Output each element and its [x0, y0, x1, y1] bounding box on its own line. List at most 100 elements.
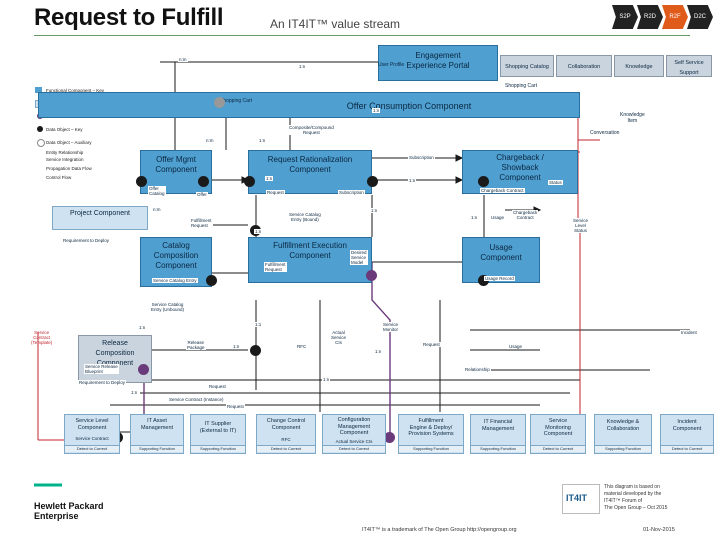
request-3-label: Request	[208, 384, 227, 389]
service-monitoring-card[interactable]: Service Monitoring Component Detect to C…	[530, 414, 586, 454]
hpe-logo-line2: Enterprise	[34, 511, 79, 521]
card-label: 1:n	[370, 208, 379, 213]
card-label: 1:n	[254, 229, 263, 234]
shopping-cart-object[interactable]	[214, 97, 225, 108]
card-label: n:m	[205, 138, 215, 143]
usage-flow-label: Usage	[508, 344, 524, 349]
card-label: n:m	[152, 207, 162, 212]
incident-label: Incident	[680, 330, 698, 335]
card-label: 1:n	[138, 325, 147, 330]
service-release-blueprint-label: Service Release Blueprint	[84, 364, 119, 374]
release-package-label: Release Package	[186, 340, 206, 350]
it-asset-card[interactable]: IT Asset Management Supporting Function	[130, 414, 184, 454]
request-object[interactable]	[244, 176, 255, 187]
subscription-label: Subscription	[338, 190, 365, 195]
service-level-card[interactable]: Service Level Component Service Contract…	[64, 414, 120, 454]
key-data-key-icon	[37, 126, 43, 132]
title-divider	[34, 35, 690, 36]
request-2-label: Request	[422, 342, 441, 347]
shopping-catalog-box[interactable]: Shopping Catalog	[500, 55, 554, 77]
service-level-status-label: Service Level Status	[572, 218, 590, 233]
desired-service-model-label: Desired Service Model	[350, 250, 368, 265]
conversation-label: Conversation	[590, 130, 620, 136]
chargeback-contract-object[interactable]	[478, 176, 489, 187]
release-composition-component[interactable]: Release Composition Component	[78, 335, 152, 383]
shopping-cart-label: Shopping Cart	[220, 98, 252, 104]
card-label: 1:1	[254, 322, 263, 327]
service-catalog-bound-label: Service Catalog Entry (Bound)	[288, 212, 322, 222]
rfc-flow-label: RFC	[296, 344, 308, 349]
key-data-key: Data Object – Key	[46, 127, 83, 132]
key-swatch-functional	[35, 87, 42, 93]
key-control-flow: Control Flow	[46, 175, 72, 180]
page-subtitle: An IT4IT™ value stream	[270, 17, 401, 31]
service-catalog-entry-label: Service Catalog Entry	[152, 278, 198, 283]
hpe-logo-line1: Hewlett Packard	[34, 501, 104, 511]
service-contract-instance-label: Service Contract (Instance)	[168, 397, 225, 402]
fulfillment-engine-card[interactable]: Fulfillment Engine & Deploy/ Provision S…	[398, 414, 464, 454]
key-service-integration: Service Integration	[46, 157, 84, 162]
project-component[interactable]: Project Component	[52, 206, 148, 230]
page-title: Request to Fulfill	[34, 4, 224, 31]
usage-record-label: Usage Record	[484, 276, 515, 281]
usage-label: Usage	[490, 215, 506, 220]
card-label: 1:n	[130, 390, 139, 395]
card-label: 1:n	[265, 176, 274, 181]
user-profile-label: User Profile	[378, 62, 405, 68]
stream-s2p[interactable]: S2P	[612, 5, 638, 29]
it-supplier-card[interactable]: IT Supplier (External to IT) Supporting …	[190, 414, 246, 454]
request-rationalization-component[interactable]: Request Rationalization Component	[248, 150, 372, 194]
service-contract-template-label: Service Contract (Template)	[31, 330, 53, 345]
card-label: n:m	[178, 57, 188, 62]
shopping-cart-top-label: Shopping Cart	[505, 83, 537, 89]
offer-catalog-object[interactable]	[136, 176, 147, 187]
it4it-logo: IT4IT	[562, 484, 600, 514]
card-label: 1:n	[322, 377, 331, 382]
date-label: 01-Nov-2015	[643, 527, 675, 533]
key-entity-relationship: Entity Relationship	[46, 150, 84, 155]
actual-service-cis-object[interactable]	[384, 432, 395, 443]
fulfillment-request-label: Fulfillment Request	[190, 218, 213, 228]
card-label: 1:n	[298, 64, 307, 69]
knowledge-item-label: Knowledge Item	[620, 112, 645, 124]
knowledge-box[interactable]: Knowledge	[614, 55, 664, 77]
collaboration-box[interactable]: Collaboration	[556, 55, 612, 77]
usage-record-object[interactable]	[478, 275, 489, 286]
release-package-object[interactable]	[250, 345, 261, 356]
desired-service-model-object[interactable]	[366, 270, 377, 281]
card-label: 1:n	[258, 138, 267, 143]
key-functional: Functional Component – Key	[46, 88, 105, 93]
fulfillment-request-2-label: Fulfillment Request	[264, 262, 287, 272]
stream-r2d[interactable]: R2D	[637, 5, 663, 29]
composite-request-label: Composite/Compound Request	[288, 125, 335, 135]
service-monitor-label: Service Monitor	[382, 322, 400, 332]
offer-object[interactable]	[198, 176, 209, 187]
trademark-notice: IT4IT™ is a trademark of The Open Group …	[362, 527, 517, 533]
requirement-deploy-2-label: Requirement to Deploy	[78, 380, 127, 385]
chargeback-contract-2-label: Chargeback Contract	[512, 210, 539, 220]
it-financial-card[interactable]: IT Financial Management Supporting Funct…	[470, 414, 526, 454]
subscription-object[interactable]	[367, 176, 378, 187]
stream-r2f[interactable]: R2F	[662, 5, 688, 29]
configuration-management-card[interactable]: Configuration Management Component Actua…	[322, 414, 386, 454]
change-control-card[interactable]: Change Control Component RFC Detect to C…	[256, 414, 316, 454]
incident-card[interactable]: Incident Component Detect to Correct	[660, 414, 714, 454]
chargeback-contract-label: Chargeback Contract	[480, 188, 525, 193]
card-label: 1:n	[470, 215, 479, 220]
actual-service-cis-label: Actual Service CIs	[330, 330, 348, 345]
card-label: 1:n	[374, 349, 383, 354]
self-service-box[interactable]: Self Service Support	[666, 55, 712, 77]
knowledge-collaboration-card[interactable]: Knowledge & Collaboration Supporting Fun…	[594, 414, 652, 454]
service-catalog-entry-object[interactable]	[206, 275, 217, 286]
offer-catalog-label: Offer Catalog	[148, 186, 166, 196]
usage-component[interactable]: Usage Component	[462, 237, 540, 283]
key-data-flow: Propagation Data Flow	[46, 166, 92, 171]
offer-consumption-component[interactable]: Offer Consumption Component	[38, 92, 580, 118]
request-4-label: Request	[226, 404, 245, 409]
service-release-blueprint-object[interactable]	[138, 364, 149, 375]
subscription-flow-label: Subscription	[408, 155, 435, 160]
key-data-aux: Data Object – Auxiliary	[46, 140, 92, 145]
card-label: 1:n	[408, 178, 417, 183]
stream-d2c[interactable]: D2C	[687, 5, 713, 29]
engagement-portal[interactable]: Engagement Experience Portal	[378, 45, 498, 81]
